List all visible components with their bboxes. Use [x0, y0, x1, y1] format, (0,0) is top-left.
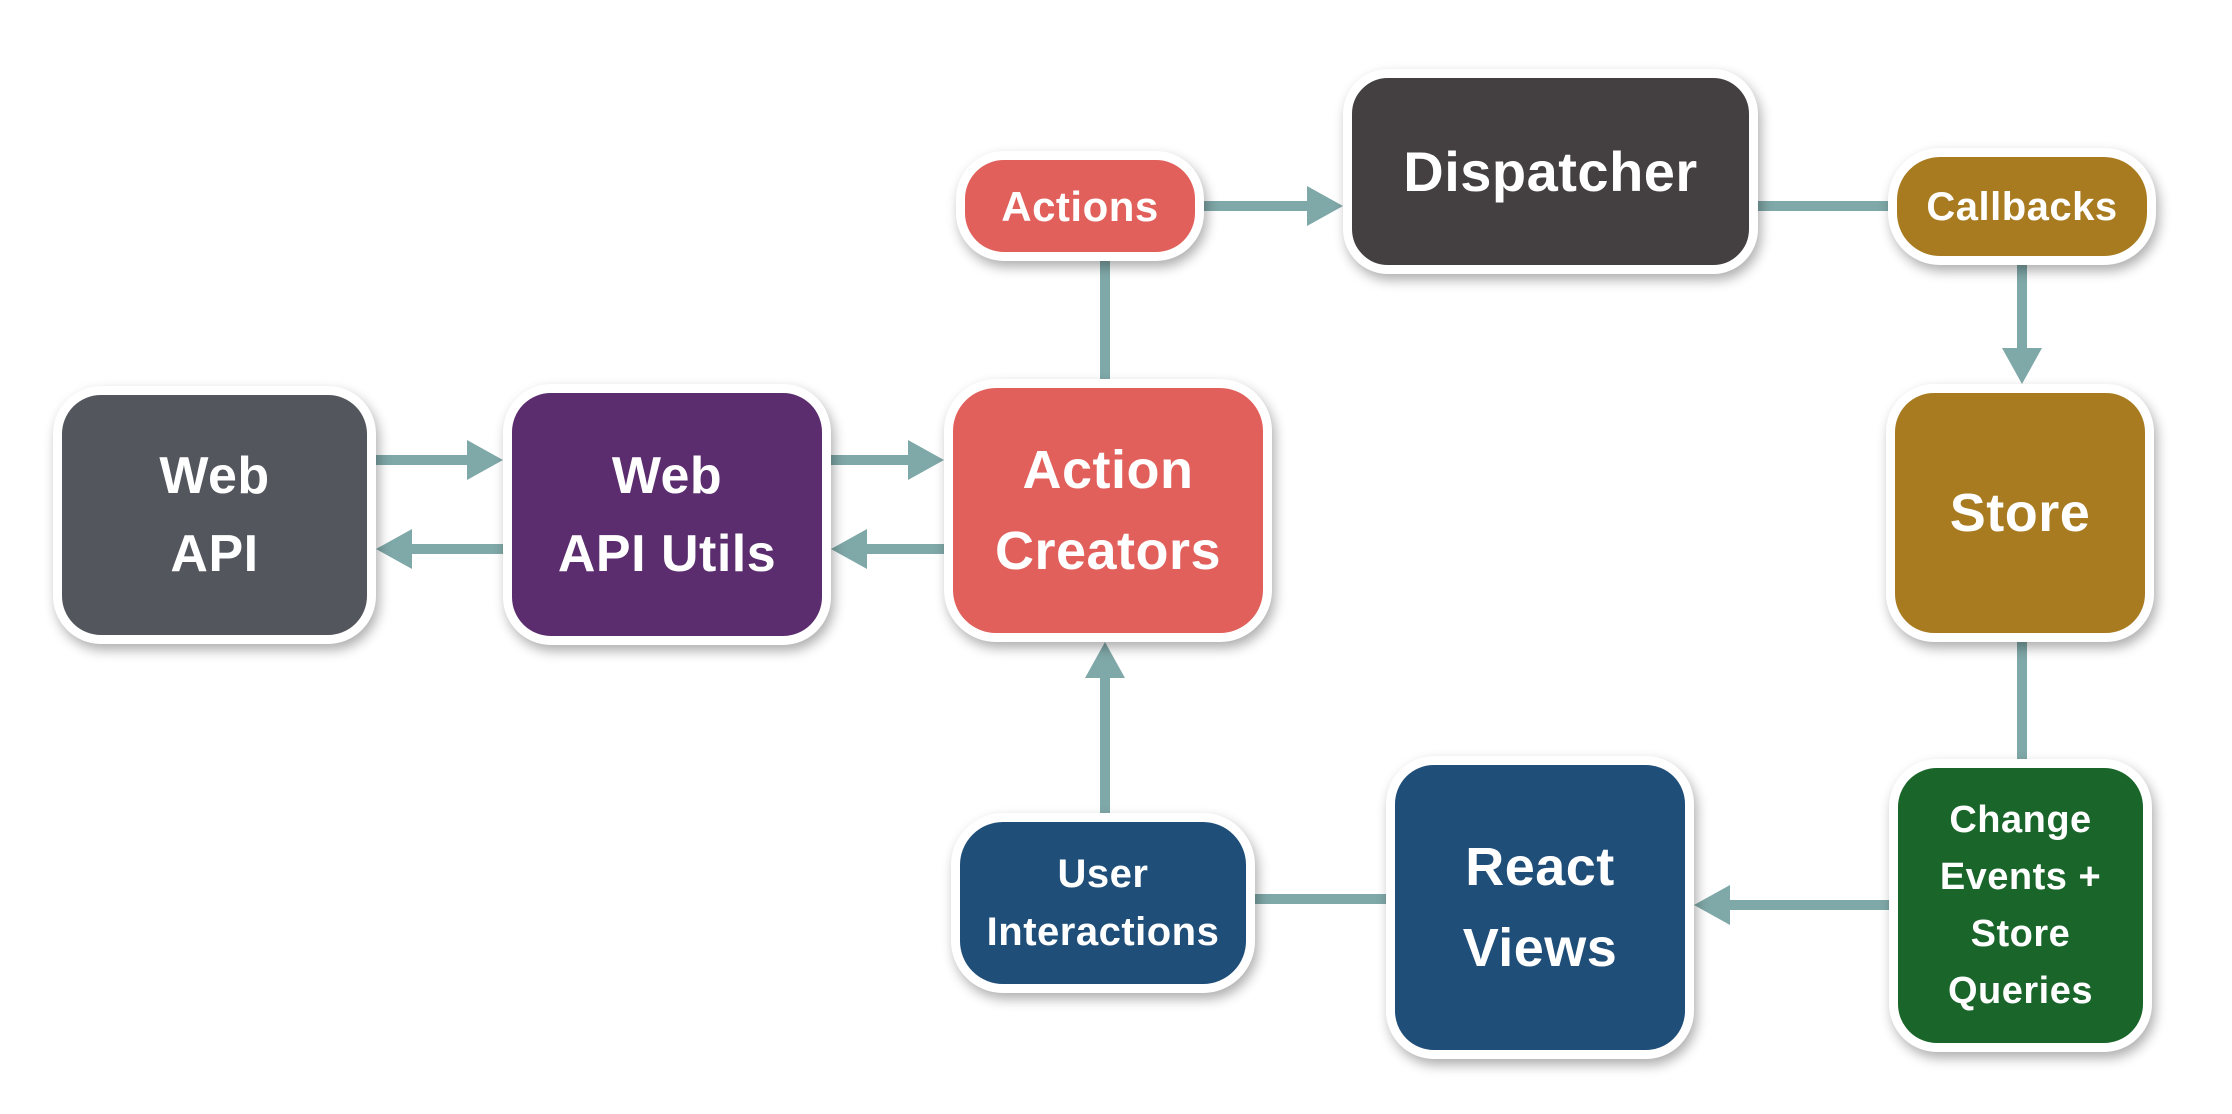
- node-actions: Actions: [956, 151, 1204, 261]
- node-action-creators-label-line2: Creators: [994, 520, 1222, 581]
- edge-utils-to-web-api-arrowhead-icon: [376, 529, 412, 569]
- edge-dispatcher-to-callbacks-line: [1758, 201, 1888, 211]
- node-user-interactions-label-line2: Interactions: [986, 910, 1220, 954]
- node-change-events-label-line4: Queries: [1947, 969, 2094, 1012]
- node-change-events-label-line2: Events +: [1939, 855, 2102, 898]
- node-store: Store: [1886, 384, 2154, 642]
- node-callbacks: Callbacks: [1888, 148, 2156, 265]
- edge-action-creators-to-actions-line: [1100, 261, 1110, 379]
- node-web-api-utils-label-line2: API Utils: [557, 524, 777, 583]
- edge-change-events-to-react-views-arrowhead-icon: [1694, 885, 1730, 925]
- edge-user-interactions-to-action-creators-line: [1100, 678, 1110, 813]
- edge-utils-to-action-creators-line: [831, 455, 908, 465]
- edge-react-views-to-user-interactions-line: [1255, 894, 1386, 904]
- node-action-creators: Action Creators: [944, 379, 1272, 642]
- node-callbacks-label: Callbacks: [1926, 184, 2118, 229]
- node-store-label: Store: [1949, 482, 2091, 543]
- node-user-interactions: User Interactions: [951, 813, 1255, 993]
- node-react-views-label-line2: Views: [1462, 917, 1618, 978]
- edge-actions-to-dispatcher-arrowhead-icon: [1307, 186, 1343, 226]
- node-web-api: Web API: [53, 386, 376, 644]
- node-web-api-label-line2: API: [170, 525, 259, 583]
- edge-utils-to-web-api-line: [412, 544, 503, 554]
- node-react-views: React Views: [1386, 756, 1694, 1059]
- node-dispatcher: Dispatcher: [1343, 69, 1758, 274]
- edge-utils-to-action-creators-arrowhead-icon: [908, 440, 944, 480]
- edge-action-creators-to-utils-line: [867, 544, 944, 554]
- edge-callbacks-to-store-line: [2017, 265, 2027, 348]
- edge-action-creators-to-utils-arrowhead-icon: [831, 529, 867, 569]
- node-web-api-utils-label-line1: Web: [611, 446, 723, 505]
- node-change-events-label-line3: Store: [1970, 912, 2071, 955]
- node-action-creators-label-line1: Action: [1022, 439, 1194, 500]
- node-react-views-label-line1: React: [1465, 836, 1615, 897]
- node-web-api-utils: Web API Utils: [503, 384, 831, 645]
- node-user-interactions-label-line1: User: [1057, 852, 1149, 896]
- edge-change-events-to-react-views-line: [1730, 900, 1889, 910]
- node-actions-label: Actions: [1001, 182, 1159, 230]
- edge-actions-to-dispatcher-line: [1204, 201, 1307, 211]
- edge-store-to-change-events-line: [2017, 642, 2027, 759]
- edge-web-api-to-utils-line: [376, 455, 467, 465]
- edge-callbacks-to-store-arrowhead-icon: [2002, 348, 2042, 384]
- node-web-api-label-line1: Web: [159, 447, 270, 505]
- node-change-events-label-line1: Change: [1949, 798, 2092, 841]
- edge-user-interactions-to-action-creators-arrowhead-icon: [1085, 642, 1125, 678]
- node-dispatcher-label: Dispatcher: [1403, 139, 1698, 203]
- edge-web-api-to-utils-arrowhead-icon: [467, 440, 503, 480]
- node-change-events-store-queries: Change Events + Store Queries: [1889, 759, 2152, 1052]
